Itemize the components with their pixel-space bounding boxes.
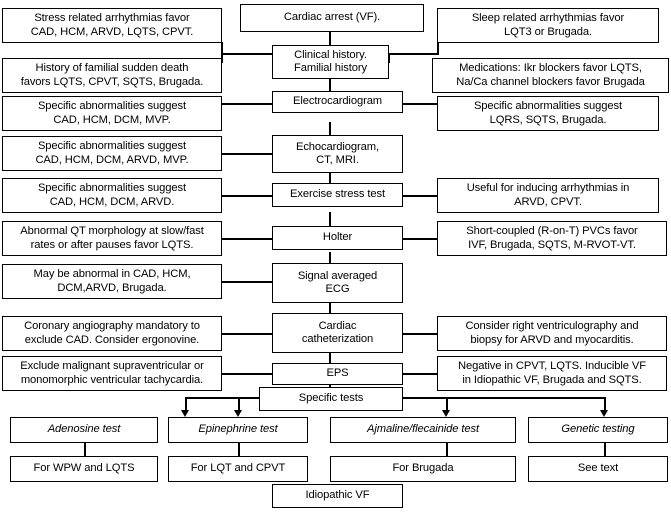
note-exercise-abnormalities-left[interactable]: Specific abnormalities suggest CAD, HCM,…: [2, 178, 222, 213]
note-saecg-abnormal-left[interactable]: May be abnormal in CAD, HCM, DCM,ARVD, B…: [2, 264, 222, 299]
note-holter-qt-left[interactable]: Abnormal QT morphology at slow/fast rate…: [2, 221, 222, 256]
note-medications[interactable]: Medications: Ikr blockers favor LQTS, Na…: [432, 58, 669, 93]
node-echocardiogram[interactable]: Echocardiogram, CT, MRI.: [272, 135, 403, 173]
connector-stress-stub: [221, 42, 223, 54]
connector-epinephrine-result: [238, 443, 240, 457]
note-exercise-useful-right[interactable]: Useful for inducing arrhythmias in ARVD,…: [437, 178, 659, 213]
connector-ajmaline-result: [446, 443, 448, 457]
arrowhead-genetic: [600, 410, 608, 417]
test-adenosine[interactable]: Adenosine test: [10, 417, 158, 443]
connector-saecg-to-cath: [329, 302, 331, 314]
result-genetic[interactable]: See text: [528, 456, 668, 482]
connector-left-eps: [221, 373, 273, 375]
node-cardiac-arrest[interactable]: Cardiac arrest (VF).: [240, 4, 424, 32]
node-eps[interactable]: EPS: [272, 363, 403, 385]
arrowhead-epinephrine: [234, 410, 242, 417]
branch-bus-left: [185, 397, 260, 399]
note-coronary-angiography-left[interactable]: Coronary angiography mandatory to exclud…: [2, 316, 222, 351]
test-ajmaline-flecainide[interactable]: Ajmaline/flecainide test: [330, 417, 516, 443]
node-signal-averaged-ecg[interactable]: Signal averaged ECG: [272, 263, 403, 303]
node-clinical-history[interactable]: Clinical history. Familial history: [272, 45, 389, 79]
connector-left-cath: [221, 333, 273, 335]
branch-drop-adenosine: [185, 397, 187, 412]
connector-right-eps: [388, 373, 438, 375]
note-holter-pvcs-right[interactable]: Short-coupled (R-on-T) PVCs favor IVF, B…: [437, 221, 667, 256]
connector-right-history-bus: [388, 53, 439, 55]
node-cardiac-catheterization[interactable]: Cardiac catheterization: [272, 313, 403, 353]
connector-sleep-stub: [437, 42, 439, 54]
result-epinephrine[interactable]: For LQT and CPVT: [168, 456, 308, 482]
node-electrocardiogram[interactable]: Electrocardiogram: [272, 91, 403, 113]
note-ecg-abnormalities-left[interactable]: Specific abnormalities suggest CAD, HCM,…: [2, 96, 222, 131]
connector-left-exercise: [221, 195, 273, 197]
note-sleep-related[interactable]: Sleep related arrhythmias favor LQT3 or …: [437, 8, 659, 43]
connector-genetic-result: [604, 443, 606, 457]
branch-drop-ajmaline: [446, 397, 448, 412]
connector-ecg-to-echo: [329, 122, 331, 136]
note-echo-abnormalities-left[interactable]: Specific abnormalities suggest CAD, HCM,…: [2, 136, 222, 171]
note-stress-related[interactable]: Stress related arrhythmias favor CAD, HC…: [2, 8, 222, 43]
connector-echo-to-exercise: [329, 172, 331, 184]
branch-drop-epinephrine: [238, 397, 240, 412]
connector-adenosine-result: [84, 443, 86, 457]
connector-right-ecg: [388, 103, 438, 105]
connector-history-to-ecg: [329, 78, 331, 92]
note-cath-consider-right[interactable]: Consider right ventriculography and biop…: [437, 316, 667, 351]
connector-cath-to-eps: [329, 352, 331, 364]
note-eps-exclude-left[interactable]: Exclude malignant supraventricular or mo…: [2, 356, 222, 391]
connector-left-echo: [221, 153, 273, 155]
note-familial-sudden-death[interactable]: History of familial sudden death favors …: [2, 58, 222, 93]
connector-right-cath: [388, 333, 438, 335]
node-holter[interactable]: Holter: [272, 226, 403, 250]
note-eps-negative-right[interactable]: Negative in CPVT, LQTS. Inducible VF in …: [437, 356, 667, 391]
result-adenosine[interactable]: For WPW and LQTS: [10, 456, 158, 482]
connector-right-holter: [388, 238, 438, 240]
node-idiopathic-vf[interactable]: Idiopathic VF: [272, 484, 403, 508]
connector-holter-to-saecg: [329, 252, 331, 264]
connector-left-history-bus: [221, 53, 273, 55]
node-exercise-stress-test[interactable]: Exercise stress test: [272, 183, 403, 207]
test-genetic[interactable]: Genetic testing: [528, 417, 668, 443]
connector-left-saecg: [221, 281, 273, 283]
branch-bus-right: [402, 397, 605, 399]
test-epinephrine[interactable]: Epinephrine test: [168, 417, 308, 443]
result-ajmaline[interactable]: For Brugada: [330, 456, 516, 482]
node-specific-tests[interactable]: Specific tests: [259, 387, 403, 411]
branch-drop-genetic: [604, 397, 606, 412]
connector-arrest-to-history: [329, 32, 331, 46]
connector-right-exercise: [388, 195, 438, 197]
arrowhead-adenosine: [181, 410, 189, 417]
connector-left-holter: [221, 238, 273, 240]
connector-left-ecg: [221, 103, 273, 105]
connector-exercise-to-holter: [329, 212, 331, 226]
note-ecg-abnormalities-right[interactable]: Specific abnormalities suggest LQRS, SQT…: [437, 96, 659, 131]
arrowhead-ajmaline: [442, 410, 450, 417]
